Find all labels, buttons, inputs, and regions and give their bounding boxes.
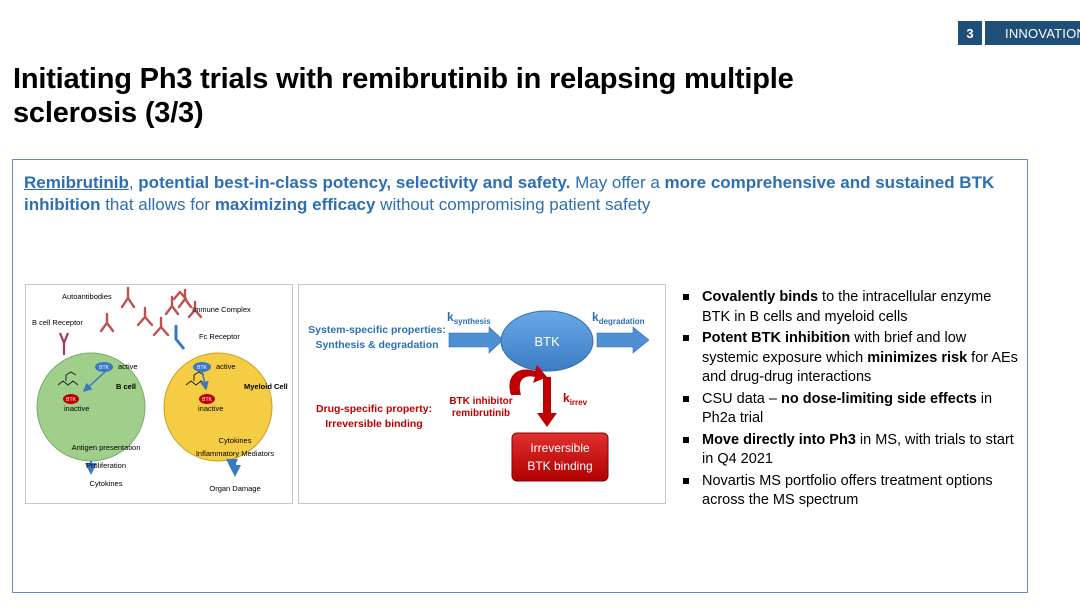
btk-label: BTK (99, 365, 109, 371)
list-item: Move directly into Ph3 in MS, with trial… (681, 431, 1021, 470)
btk-active-icon (193, 362, 211, 372)
immune-complex-label: Immune Complex (192, 305, 251, 314)
k-synthesis-label: ksynthesis (447, 310, 491, 326)
list-item: Covalently binds to the intracellular en… (681, 288, 1021, 327)
antibody-icon (99, 286, 188, 337)
system-properties-label: System-specific properties: (308, 324, 446, 336)
irreversible-box-line-1: Irreversible (530, 441, 590, 455)
antibody-icon (177, 288, 203, 319)
degradation-arrow-icon (596, 326, 650, 354)
btk-inhibitor-label: BTK inhibitor (449, 396, 512, 407)
section-label: INNOVATION (985, 21, 1080, 45)
drug-name: Remibrutinib (24, 173, 129, 192)
drug-claim: potential best-in-class potency, selecti… (138, 173, 571, 192)
remibrutinib-molecule-icon (57, 371, 79, 386)
fc-receptor-label: Fc Receptor (199, 332, 240, 341)
cytokines-myeloid-label: Cytokines (219, 436, 252, 445)
btk-active-icon (95, 362, 113, 372)
organ-damage-label: Organ Damage (209, 484, 260, 493)
intro-statement: Remibrutinib, potential best-in-class po… (24, 173, 995, 214)
btk-label: BTK (66, 397, 76, 403)
section-number: 3 (958, 21, 982, 45)
k-degradation-label: kdegradation (592, 310, 645, 326)
myeloid-cell-label: Myeloid Cell (244, 382, 288, 391)
section-tag: 3 INNOVATION (958, 21, 1080, 45)
btk-label: BTK (534, 334, 560, 349)
autoantibodies-label: Autoantibodies (62, 292, 112, 301)
inactive-label: inactive (198, 404, 223, 413)
irreversible-binding-label: Irreversible binding (325, 418, 422, 430)
active-label: active (216, 362, 236, 371)
page-title-line-2: sclerosis (3/3) (13, 97, 204, 129)
antigen-presentation-label: Antigen presentation (72, 443, 141, 452)
list-item: Potent BTK inhibition with brief and low… (681, 329, 1021, 388)
inflammatory-mediators-label: Inflammatory Mediators (196, 449, 275, 458)
btk-cell-diagram: BTK active BTK inactive B cell BTK activ… (25, 284, 293, 504)
list-item: CSU data – no dose-limiting side effects… (681, 390, 1021, 429)
b-cell-receptor-label: B cell Receptor (32, 318, 83, 327)
synthesis-degradation-label: Synthesis & degradation (315, 339, 438, 351)
active-label: active (118, 362, 138, 371)
page-title-line-1: Initiating Ph3 trials with remibrutinib … (13, 63, 794, 95)
remibrutinib-label: remibrutinib (452, 408, 510, 419)
proliferation-label: Proliferation (86, 461, 126, 470)
btk-enzyme-icon (500, 310, 594, 372)
b-cell-label: B cell (116, 382, 136, 391)
irreversible-binding-box (511, 432, 609, 482)
btk-kinetics-diagram: System-specific properties: Synthesis & … (298, 284, 666, 504)
btk-label: BTK (197, 365, 207, 371)
content-box: Remibrutinib, potential best-in-class po… (12, 159, 1028, 593)
key-points-list: Covalently binds to the intracellular en… (681, 288, 1021, 513)
irreversible-box-line-2: BTK binding (527, 459, 592, 473)
page-title: Initiating Ph3 trials with remibrutinib … (13, 62, 973, 130)
btk-label: BTK (202, 397, 212, 403)
inhibitor-curved-arrow-icon (509, 365, 547, 395)
k-irrev-label: kirrev (563, 391, 588, 407)
drug-property-label: Drug-specific property: (316, 403, 432, 415)
btk-inactive-icon (199, 394, 215, 404)
btk-inactive-icon (63, 394, 79, 404)
inactive-label: inactive (64, 404, 89, 413)
list-item: Novartis MS portfolio offers treatment o… (681, 472, 1021, 511)
synthesis-arrow-icon (448, 326, 504, 354)
myeloid-cell-icon (163, 352, 273, 462)
cytokines-label: Cytokines (90, 479, 123, 488)
irreversible-arrow-icon (537, 377, 557, 427)
